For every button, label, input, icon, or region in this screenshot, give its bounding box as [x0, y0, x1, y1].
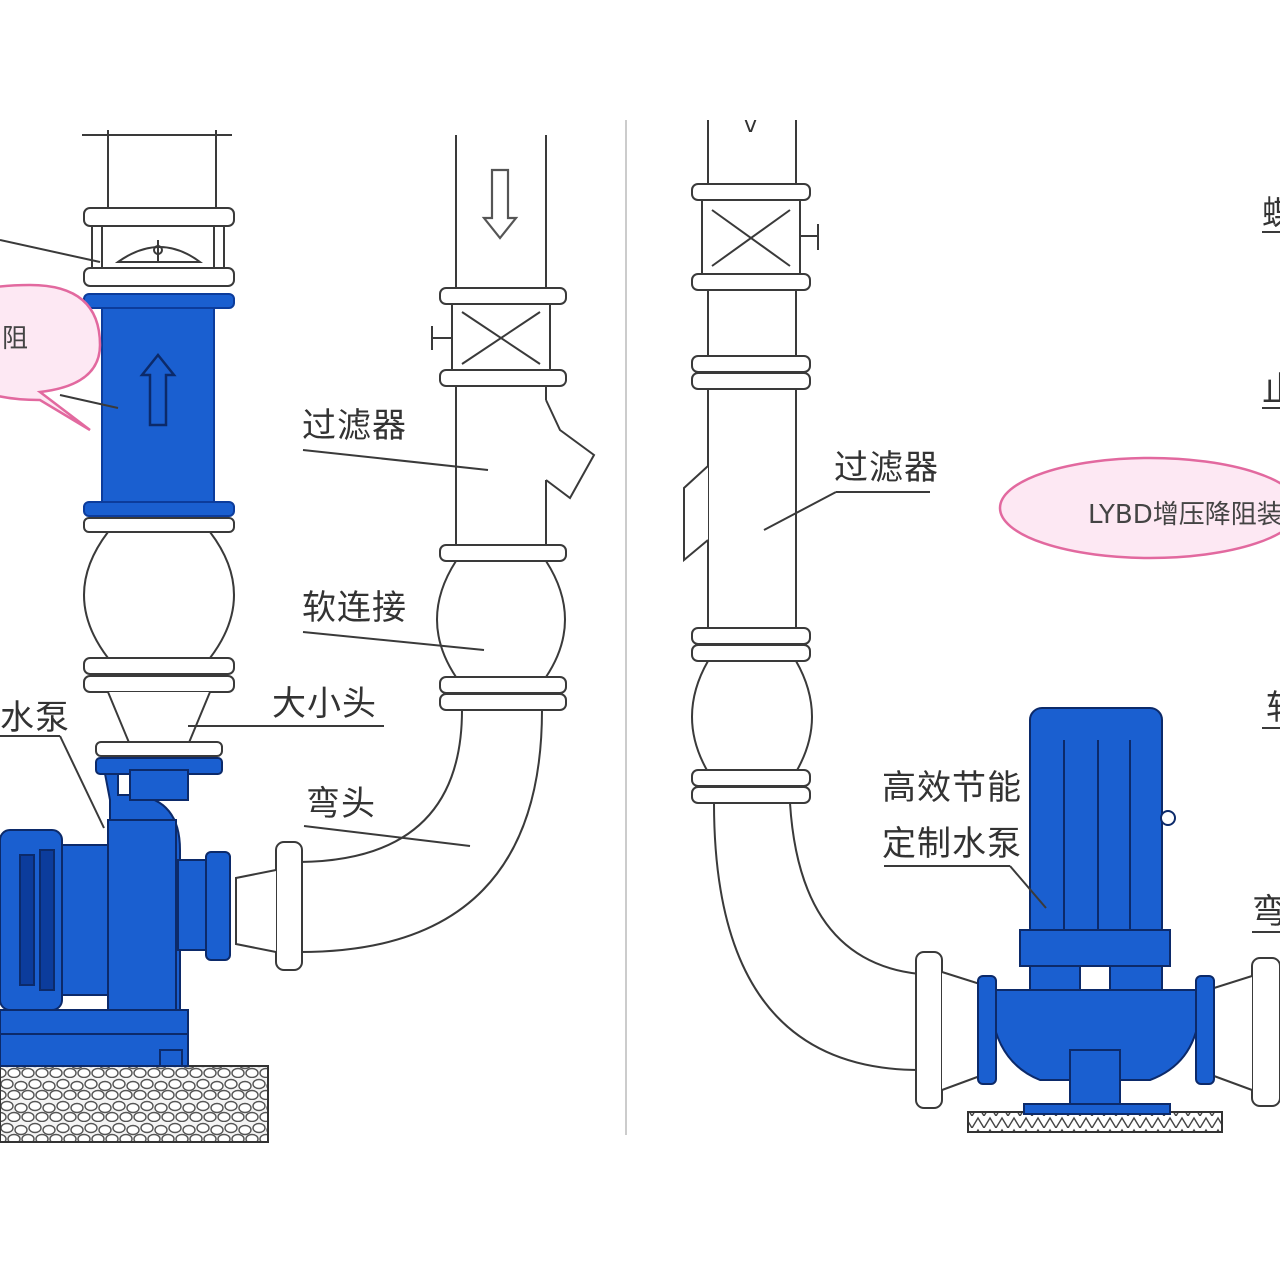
right-panel: v — [683, 113, 1280, 1133]
label-filter-left: 过滤器 — [302, 406, 407, 446]
label-filter-right: 过滤器 — [834, 448, 939, 488]
left-speech-bubble — [0, 283, 102, 432]
right-speech-bubble — [998, 456, 1280, 560]
up-arrow-icon — [139, 352, 177, 427]
left-bubble-text: 阻 — [2, 324, 29, 354]
label-reducer: 大小头 — [272, 684, 377, 724]
label-cut-valve: 蝶 — [1262, 186, 1280, 235]
label-pump-left: 水泵 — [0, 698, 70, 738]
label-cut-check: 止 — [1262, 362, 1280, 411]
label-pump-right-line1: 高效节能 — [882, 768, 1022, 808]
label-cut-soft: 软 — [1266, 680, 1280, 729]
horizontal-pump — [0, 757, 231, 1067]
gravel-base — [0, 1065, 269, 1143]
label-soft-joint-left: 软连接 — [302, 588, 407, 628]
down-arrow-icon — [481, 168, 519, 240]
lybd-device-pipe — [101, 305, 215, 503]
label-elbow-left: 弯头 — [306, 784, 376, 824]
vertical-inline-pump — [977, 707, 1215, 1115]
svg-text:v: v — [744, 113, 757, 138]
right-bubble-text: LYBD增压降阻装 — [1088, 500, 1280, 530]
left-panel — [0, 130, 596, 1143]
label-cut-elbow: 弯 — [1252, 892, 1280, 932]
label-pump-right-line2: 定制水泵 — [882, 824, 1022, 864]
